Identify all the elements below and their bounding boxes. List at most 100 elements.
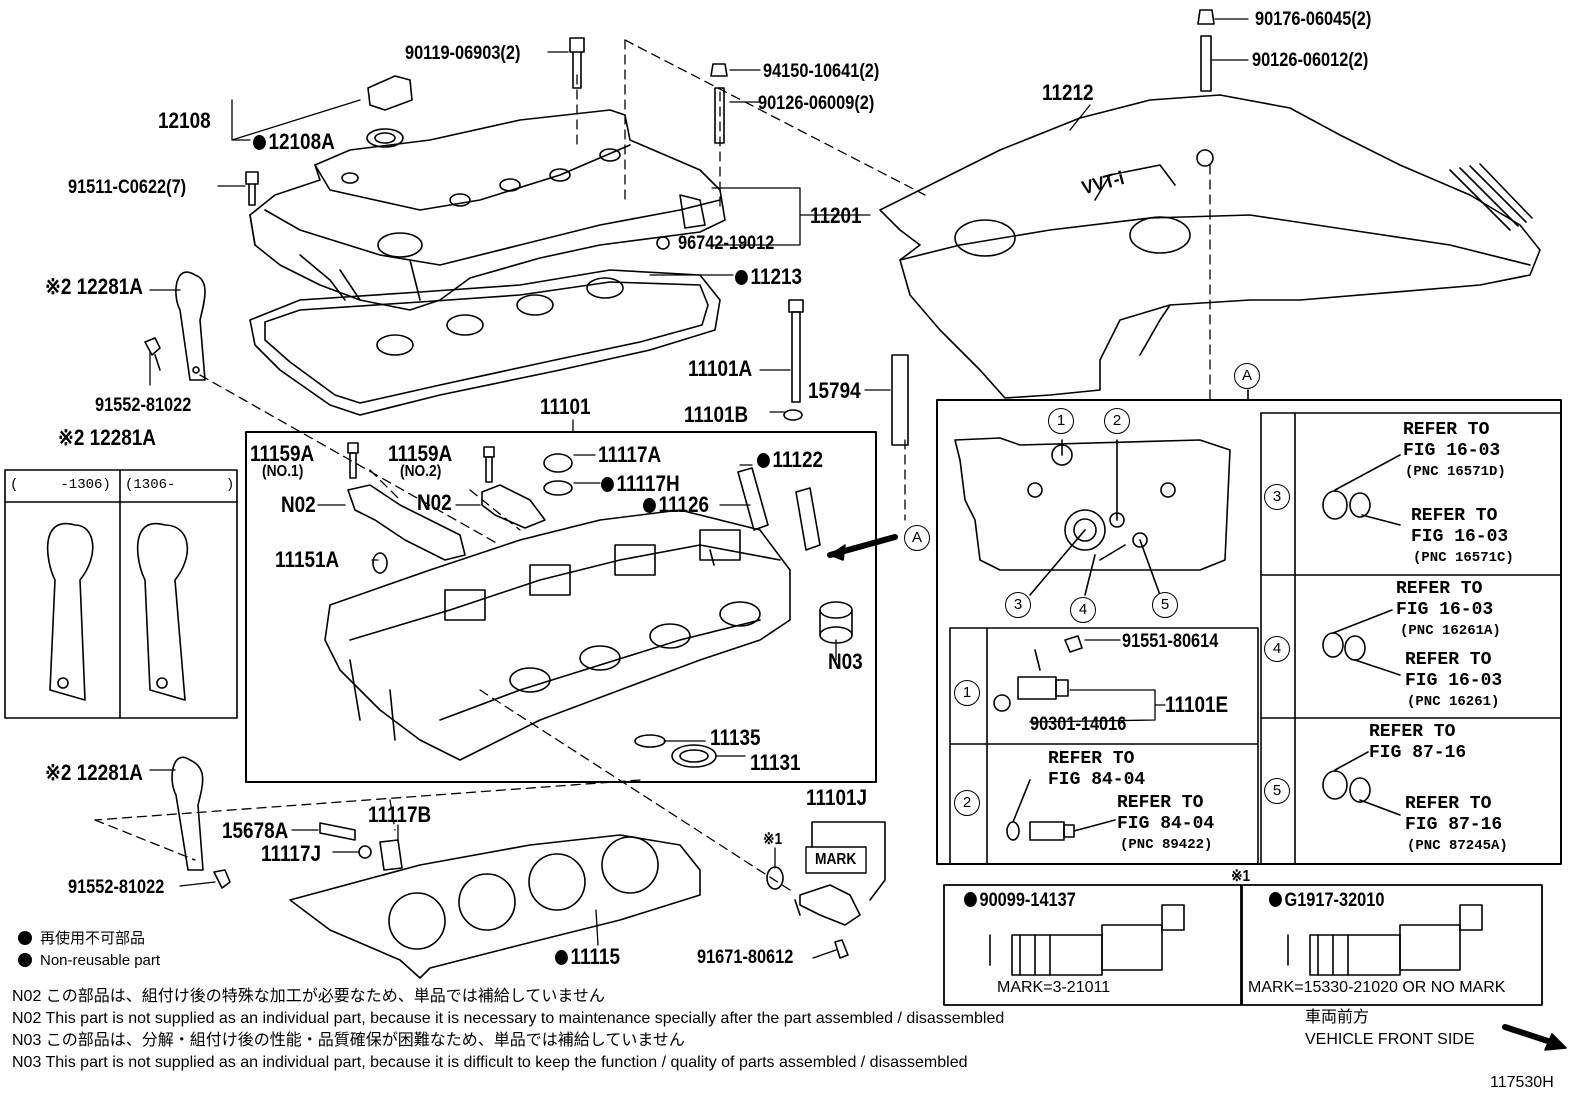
leader-lines [149, 18, 1249, 959]
label-91551[interactable]: 91551-80614 [1122, 631, 1219, 652]
engine-cover-drawing [879, 94, 1541, 399]
label-11201[interactable]: 11201 [810, 203, 862, 228]
label-90176[interactable]: 90176-06045(2) [1255, 9, 1372, 30]
label-n02-b: N02 [417, 490, 452, 515]
label-11126[interactable]: 11126 [643, 494, 709, 516]
variants-title: ※1 [1231, 868, 1251, 885]
label-11101a[interactable]: 11101A [688, 356, 753, 381]
label-11117j[interactable]: 11117J [261, 841, 322, 866]
r3-fig2[interactable]: FIG 16-03 [1411, 527, 1509, 547]
detail-callout-4: 4 [1070, 597, 1096, 623]
plug-drawings [213, 822, 403, 889]
r4-pnc1: (PNC 16261A) [1400, 623, 1501, 639]
label-n03: N03 [828, 649, 863, 674]
r4-fig1[interactable]: FIG 16-03 [1396, 600, 1494, 620]
detail-clamp-drawings [1322, 454, 1401, 816]
r5-ref1: REFER TO [1369, 722, 1456, 742]
spark-plug-tubes [376, 277, 624, 356]
r5-fig1[interactable]: FIG 87-16 [1369, 743, 1467, 763]
r4-fig2[interactable]: FIG 16-03 [1405, 671, 1503, 691]
label-11151a[interactable]: 11151A [275, 547, 340, 572]
range-after: (1306- ) [125, 477, 235, 493]
label-11117b[interactable]: 11117B [368, 802, 432, 827]
label-12108[interactable]: 12108 [158, 108, 211, 133]
label-mark-left: MARK=3-21011 [997, 979, 1111, 996]
detail-a-frame [936, 389, 1562, 865]
note-n03-en: N03 This part is not supplied as an indi… [12, 1054, 968, 1071]
label-mark-right: MARK=15330-21020 OR NO MARK [1248, 979, 1506, 996]
r5-ref2: REFER TO [1405, 794, 1492, 814]
label-11135[interactable]: 11135 [710, 725, 761, 750]
label-91671[interactable]: 91671-80612 [697, 947, 794, 968]
note-n03-jp: N03 この部品は、分解・組付け後の性能・品質確保が困難なため、単品では補給して… [12, 1032, 685, 1049]
r4-pnc2: (PNC 16261) [1407, 694, 1500, 710]
row1-index: 1 [954, 680, 980, 706]
label-11101b[interactable]: 11101B [684, 402, 749, 427]
r3-fig1[interactable]: FIG 16-03 [1403, 441, 1501, 461]
label-11117a[interactable]: 11117A [598, 442, 662, 467]
label-11117h[interactable]: 11117H [601, 473, 679, 495]
label-90126-012[interactable]: 90126-06012(2) [1252, 50, 1369, 71]
label-91511[interactable]: 91511-C0622(7) [68, 177, 187, 198]
row4-index: 4 [1264, 636, 1290, 662]
row2-index: 2 [954, 790, 980, 816]
detail-row2-drawing [1006, 779, 1116, 841]
label-12281a-low[interactable]: ※2 12281A [45, 760, 143, 785]
label-90099[interactable]: 90099-14137 [964, 891, 1075, 910]
label-g1917[interactable]: G1917-32010 [1269, 891, 1384, 910]
front-side-en: VEHICLE FRONT SIDE [1305, 1031, 1475, 1048]
label-11159a-2[interactable]: 11159A [388, 441, 453, 466]
row2-fig2[interactable]: FIG 84-04 [1117, 814, 1215, 834]
label-96742[interactable]: 96742-19012 [678, 233, 775, 254]
label-no2: (NO.2) [400, 463, 442, 480]
label-11212[interactable]: 11212 [1042, 80, 1094, 105]
label-note1-mark: ※1 [763, 831, 783, 848]
label-91552-low[interactable]: 91552-81022 [68, 877, 165, 898]
label-11122[interactable]: 11122 [757, 449, 823, 471]
detail-row1-drawing [993, 635, 1083, 712]
label-11131[interactable]: 11131 [750, 750, 801, 775]
r3-pnc2: (PNC 16571C) [1413, 550, 1514, 566]
label-11213[interactable]: 11213 [735, 266, 802, 288]
gasket-11213-drawing [249, 269, 721, 416]
label-91552-top[interactable]: 91552-81022 [95, 395, 192, 416]
label-90301[interactable]: 90301-14016 [1030, 714, 1127, 735]
label-11159a-1[interactable]: 11159A [250, 441, 315, 466]
front-side-jp: 車両前方 [1305, 1009, 1370, 1026]
figure-id: 117530H [1490, 1074, 1554, 1091]
row2-fig1[interactable]: FIG 84-04 [1048, 770, 1146, 790]
label-12108a[interactable]: 12108A [253, 131, 334, 153]
bearing-caps-drawing [347, 442, 573, 574]
r5-fig2[interactable]: FIG 87-16 [1405, 815, 1503, 835]
r3-ref1: REFER TO [1403, 420, 1490, 440]
view-a-marker[interactable]: A [904, 525, 930, 551]
valve-variants-drawing [943, 884, 1543, 1006]
label-15794[interactable]: 15794 [808, 378, 861, 403]
label-no1: (NO.1) [262, 463, 304, 480]
label-15678a[interactable]: 15678A [222, 818, 289, 843]
label-mark: MARK [815, 851, 857, 868]
label-94150[interactable]: 94150-10641(2) [763, 61, 880, 82]
row2-pnc: (PNC 89422) [1120, 837, 1213, 853]
r4-ref1: REFER TO [1396, 579, 1483, 599]
label-90119[interactable]: 90119-06903(2) [405, 43, 521, 64]
cylinder-head-drawing [324, 509, 791, 761]
label-12281a-box[interactable]: ※2 12281A [58, 425, 156, 450]
label-12281a-top[interactable]: ※2 12281A [45, 274, 143, 299]
legend-dot-icon [18, 931, 32, 945]
lower-hanger-drawing [171, 756, 204, 871]
label-11101j[interactable]: 11101J [806, 785, 868, 810]
row3-index: 3 [1264, 484, 1290, 510]
label-11101e[interactable]: 11101E [1165, 692, 1229, 717]
label-11101[interactable]: 11101 [540, 394, 591, 419]
label-11115[interactable]: 11115 [555, 946, 619, 968]
detail-callout-2: 2 [1104, 408, 1130, 434]
cylinder-head-box [245, 431, 877, 783]
r3-ref2: REFER TO [1411, 506, 1498, 526]
detail-callout-3: 3 [1005, 592, 1031, 618]
detail-callout-1: 1 [1048, 408, 1074, 434]
detail-callout-5: 5 [1152, 592, 1178, 618]
legend-jp: 再使用不可部品 [18, 927, 145, 948]
label-90126-009[interactable]: 90126-06009(2) [758, 93, 875, 114]
